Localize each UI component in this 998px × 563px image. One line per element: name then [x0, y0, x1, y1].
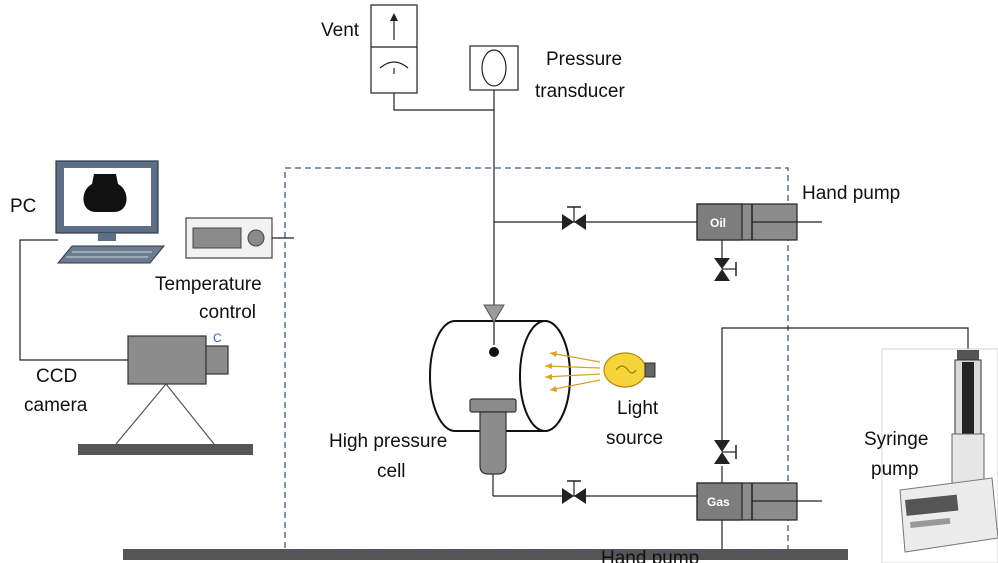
light-source-label-1: Light	[617, 398, 659, 419]
temperature-control-unit	[185, 217, 273, 259]
syringe-line-valve-icon	[714, 440, 737, 464]
oil-hand-pump	[696, 203, 822, 241]
oil-line-valve-icon	[562, 206, 586, 230]
ccd-camera-label-2: camera	[24, 395, 88, 416]
ccd-camera-label-1: CCD	[36, 366, 77, 387]
vent-valve	[370, 4, 418, 94]
oil-drain-valve-icon	[714, 258, 737, 281]
high-pressure-cell-label-1: High pressure	[329, 431, 447, 452]
cell-stem	[469, 398, 517, 496]
gas-line-valve-icon	[562, 480, 586, 504]
high-pressure-cell	[429, 320, 571, 432]
light-rays	[544, 351, 601, 392]
hand-pump-bottom-label: Hand pump	[601, 548, 699, 563]
light-bulb-icon	[603, 352, 656, 388]
camera-mark: C	[213, 331, 222, 345]
pressure-transducer-label-1: Pressure	[546, 49, 622, 70]
pressure-transducer	[469, 45, 519, 91]
vent-line	[393, 93, 494, 111]
vent-label: Vent	[321, 20, 360, 41]
syringe-pump-label-2: pump	[871, 459, 919, 480]
oil-tag: Oil	[710, 216, 726, 230]
high-pressure-cell-label-2: cell	[377, 461, 406, 482]
ccd-camera-icon	[78, 335, 253, 455]
enclosure-dashed-box	[284, 167, 789, 551]
floor-bar	[123, 549, 848, 560]
needle-icon	[483, 304, 505, 357]
pc-camera-cable	[19, 239, 128, 361]
syringe-pump-label-1: Syringe	[864, 429, 928, 450]
pressure-transducer-label-2: transducer	[535, 81, 625, 102]
gas-hand-pump	[696, 482, 822, 549]
temperature-control-label-1: Temperature	[155, 274, 262, 295]
syringe-pump-icon	[881, 348, 998, 563]
pc-monitor-icon	[55, 160, 166, 264]
syringe-line	[721, 327, 969, 440]
gas-tag: Gas	[707, 495, 730, 509]
pc-label: PC	[10, 196, 36, 217]
hand-pump-top-label: Hand pump	[802, 183, 900, 204]
temperature-control-label-2: control	[199, 302, 256, 323]
light-source-label-2: source	[606, 428, 663, 449]
